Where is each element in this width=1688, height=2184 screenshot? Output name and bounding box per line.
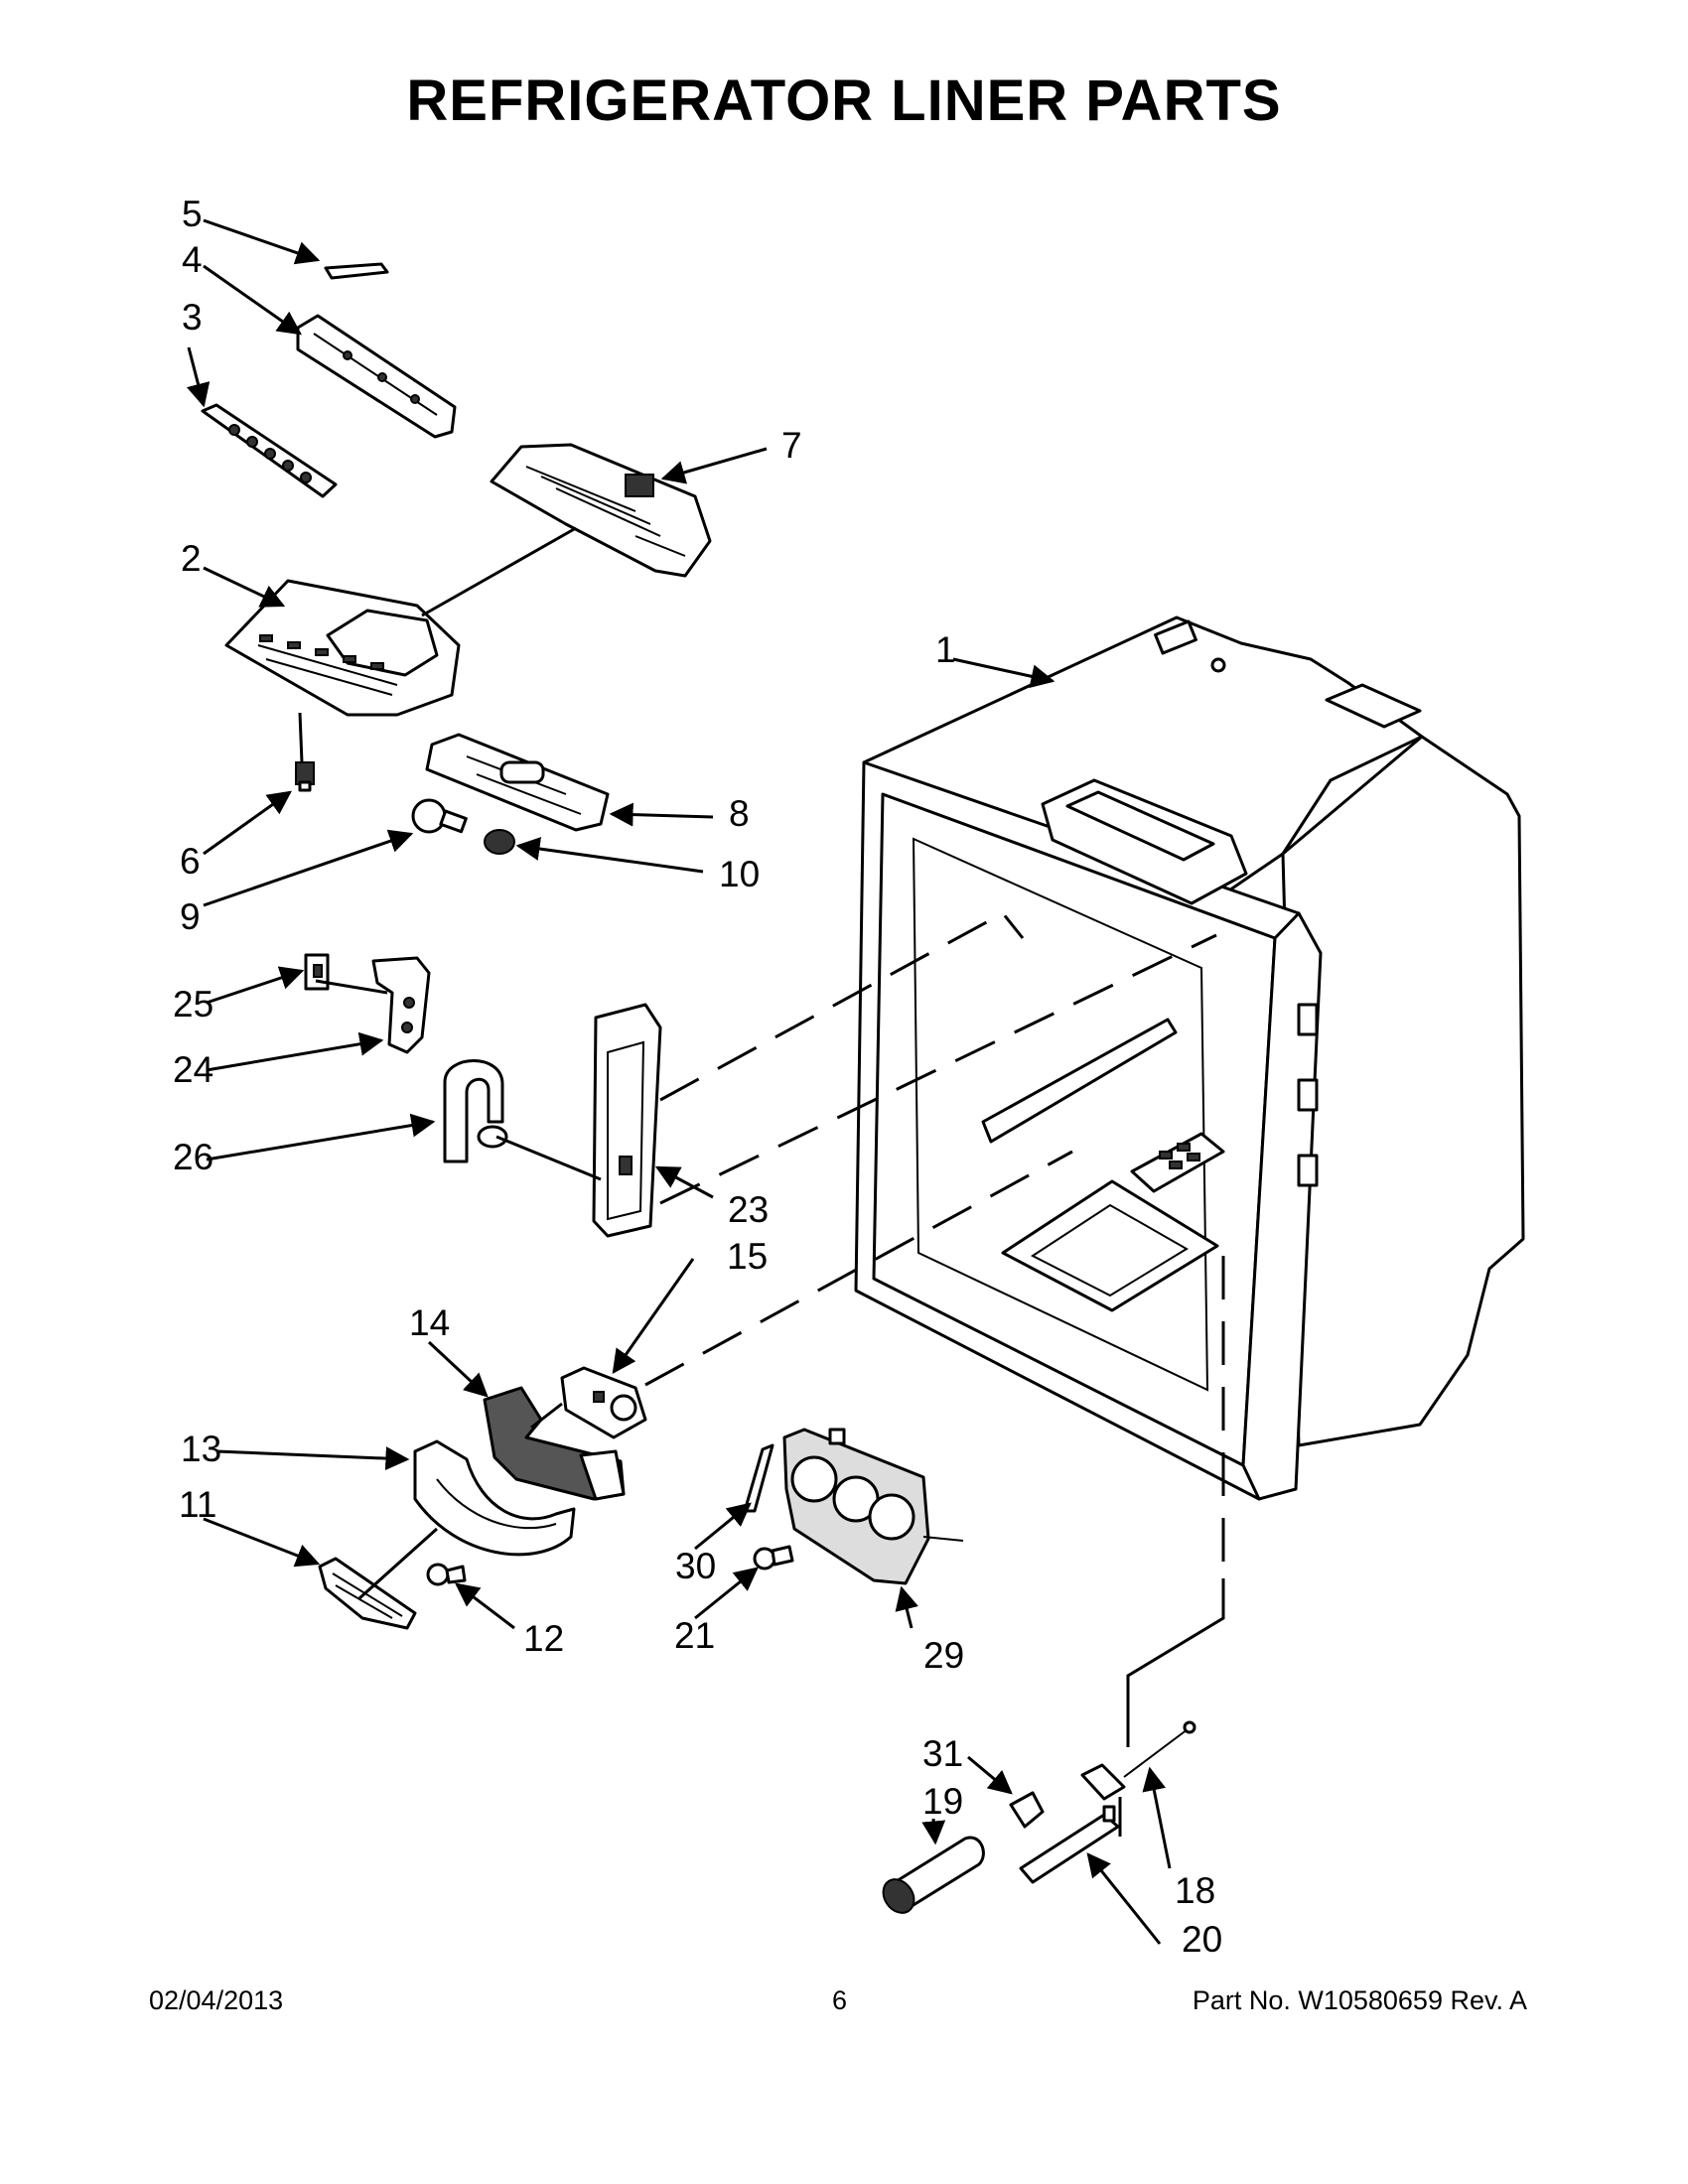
assembly-lines xyxy=(298,526,1225,1837)
callout-18: 18 xyxy=(1175,1870,1215,1911)
part-26 xyxy=(443,1059,508,1163)
part-25 xyxy=(304,953,330,991)
callout-10: 10 xyxy=(719,854,760,894)
part-30 xyxy=(743,1443,774,1513)
footer-page-number: 6 xyxy=(832,1985,848,2015)
part-6 xyxy=(295,761,315,792)
part-13 xyxy=(413,1439,576,1557)
part-7 xyxy=(490,443,712,578)
callout-26: 26 xyxy=(173,1137,213,1177)
callout-12: 12 xyxy=(523,1618,564,1659)
callout-30: 30 xyxy=(675,1546,716,1586)
callout-14: 14 xyxy=(409,1302,450,1343)
callout-4: 4 xyxy=(182,239,203,280)
shelf-vents xyxy=(1159,1143,1200,1169)
part-18 xyxy=(1080,1720,1196,1801)
callout-29: 29 xyxy=(923,1635,964,1676)
callout-23: 23 xyxy=(728,1189,769,1230)
footer-date: 02/04/2013 xyxy=(149,1985,284,2015)
part-3 xyxy=(201,403,338,498)
callout-8: 8 xyxy=(729,793,750,834)
part-2 xyxy=(224,579,461,717)
callout-24: 24 xyxy=(173,1049,213,1090)
callout-15: 15 xyxy=(727,1236,768,1277)
callout-labels: 1234567891011121314151819202123242526293… xyxy=(173,194,1222,1960)
callout-13: 13 xyxy=(181,1429,221,1469)
part-11 xyxy=(318,1557,417,1630)
callout-3: 3 xyxy=(182,297,203,338)
callout-7: 7 xyxy=(781,425,802,466)
part-4 xyxy=(296,314,457,439)
part-24 xyxy=(371,956,431,1054)
part-10 xyxy=(484,829,515,855)
footer-part-number: Part No. W10580659 Rev. A xyxy=(1192,1985,1527,2015)
callout-2: 2 xyxy=(181,538,202,579)
callout-11: 11 xyxy=(179,1484,216,1525)
part-20 xyxy=(1019,1805,1120,1884)
callout-19: 19 xyxy=(922,1781,963,1822)
part-8 xyxy=(425,733,610,832)
part-31 xyxy=(1009,1791,1045,1829)
part-23 xyxy=(592,1003,662,1238)
part-14 xyxy=(483,1386,626,1501)
part-29 xyxy=(782,1428,964,1585)
callout-6: 6 xyxy=(180,841,201,882)
callout-25: 25 xyxy=(173,984,213,1024)
part-19 xyxy=(882,1836,985,1914)
callout-9: 9 xyxy=(180,896,201,937)
part-12 xyxy=(426,1563,467,1586)
part-5 xyxy=(324,262,389,280)
liner-cabinet-part-1 xyxy=(854,615,1525,1501)
page-title: REFRIGERATOR LINER PARTS xyxy=(406,68,1282,133)
part-15 xyxy=(560,1366,647,1439)
callout-1: 1 xyxy=(935,629,956,670)
callout-5: 5 xyxy=(182,194,203,234)
part-21 xyxy=(753,1545,794,1570)
callout-20: 20 xyxy=(1182,1919,1222,1960)
part-9 xyxy=(411,798,468,834)
callout-31: 31 xyxy=(922,1733,963,1774)
callout-21: 21 xyxy=(674,1615,715,1656)
leader-lines xyxy=(186,218,1172,1945)
